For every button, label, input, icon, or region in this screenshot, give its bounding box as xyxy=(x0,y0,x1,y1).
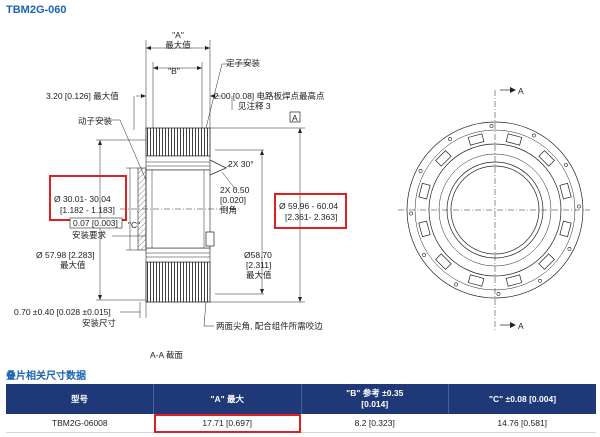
stator-mount-label: 定子安装 xyxy=(226,58,261,68)
d5798-a: Ø 57.98 [2.283] xyxy=(36,250,95,260)
label-a-max: 最大值 xyxy=(165,40,191,50)
slot-mark xyxy=(435,150,452,167)
hole-mark xyxy=(422,253,426,257)
slot-mark xyxy=(559,182,572,200)
hole-mark xyxy=(496,292,501,296)
section-view xyxy=(96,40,305,327)
slot-mark xyxy=(435,253,452,270)
hole-mark xyxy=(418,169,423,173)
chamfer-30: 2X 30° xyxy=(228,159,254,169)
slot-mark xyxy=(505,274,523,287)
chamfer-050-b: [0.020] xyxy=(220,195,246,205)
table-header-row: 型号 "A" 最大 "B" 参考 ±0.35 [0.014] "C" ±0.08… xyxy=(6,384,596,414)
header-b-ref: "B" 参考 ±0.35 [0.014] xyxy=(301,384,449,414)
d5870-c: 最大值 xyxy=(246,270,272,280)
datum-a: A xyxy=(292,113,298,123)
winding-bottom xyxy=(145,261,211,303)
hole-mark xyxy=(532,133,536,138)
rotor-mount-label: 动子安装 xyxy=(78,116,113,126)
hole-mark xyxy=(448,137,452,141)
slot-mark xyxy=(418,182,431,200)
dim-200: 2.00 [0.08] 电路板焊点最高点 xyxy=(214,91,325,101)
cell-b-ref: 8.2 [0.323] xyxy=(301,414,449,433)
slot-mark xyxy=(467,133,485,146)
install-size: 安装尺寸 xyxy=(82,318,117,328)
technical-drawing: "A" 最大值 "B" 定子安装 3.20 [0.126] 最大值 2.00 [… xyxy=(14,30,590,360)
page-title: TBM2G-060 xyxy=(6,4,67,16)
chamfer-050-a: 2X 0.50 xyxy=(220,185,250,195)
d5870-b: [2.311] xyxy=(246,260,271,270)
hole-mark xyxy=(409,211,413,216)
label-b: "B" xyxy=(168,66,180,76)
od-dim-a: Ø 59.96 - 60.04 xyxy=(279,201,338,211)
header-a-max: "A" 最大 xyxy=(153,384,302,414)
slot-mark xyxy=(538,253,555,270)
od-highlight xyxy=(274,193,347,229)
dim-320: 3.20 [0.126] 最大值 xyxy=(46,91,119,101)
tol-frame: 0.07 [0.003] xyxy=(73,218,118,228)
section-label: A-A 截面 xyxy=(150,350,184,360)
install-req: 安装要求 xyxy=(72,230,107,240)
cell-a-max: 17.71 [0.697] xyxy=(153,414,301,433)
chamfer-label: 倒角 xyxy=(220,205,237,215)
slot-mark xyxy=(538,150,555,167)
hole-mark xyxy=(577,204,581,209)
bore-dim-b: [1.182 - 1.183] xyxy=(60,205,115,215)
label-a: "A" xyxy=(172,30,184,40)
header-c: "C" ±0.08 [0.004] xyxy=(448,384,596,414)
table-row: TBM2G-06008 17.71 [0.697] 8.2 [0.323] 14… xyxy=(6,414,596,433)
slot-mark xyxy=(505,133,523,146)
od-dim-b: [2.361- 2.363] xyxy=(285,212,337,222)
view-a-bottom: A xyxy=(518,321,524,331)
d5798-b: 最大值 xyxy=(60,260,86,270)
cell-model: TBM2G-06008 xyxy=(6,414,154,433)
cell-c: 14.76 [0.581] xyxy=(448,414,596,433)
header-model: 型号 xyxy=(6,384,154,414)
note3: 见注释 3 xyxy=(238,101,271,111)
label-c: "C" xyxy=(128,220,140,230)
slot-mark xyxy=(418,220,431,238)
spec-table: 型号 "A" 最大 "B" 参考 ±0.35 [0.014] "C" ±0.08… xyxy=(6,384,596,433)
front-view xyxy=(398,87,590,330)
hole-mark xyxy=(454,282,458,287)
winding-top xyxy=(145,127,211,157)
hole-mark xyxy=(538,279,542,283)
table-section-title: 叠片相关尺寸数据 xyxy=(6,371,86,382)
d5870-a: Ø58.70 xyxy=(244,250,272,260)
dim-070: 0.70 ±0.40 [0.028 ±0.015] xyxy=(14,307,111,317)
slot-mark xyxy=(467,274,485,287)
hole-mark xyxy=(567,247,572,251)
hole-mark xyxy=(564,163,568,167)
hole-mark xyxy=(489,124,494,128)
bore-dim-a: Ø 30.01- 30.04 xyxy=(54,194,111,204)
view-a-top: A xyxy=(518,86,524,96)
sharp-corner-note: 两面尖角, 配合组件所需咬边 xyxy=(216,321,323,331)
slot-mark xyxy=(559,220,572,238)
